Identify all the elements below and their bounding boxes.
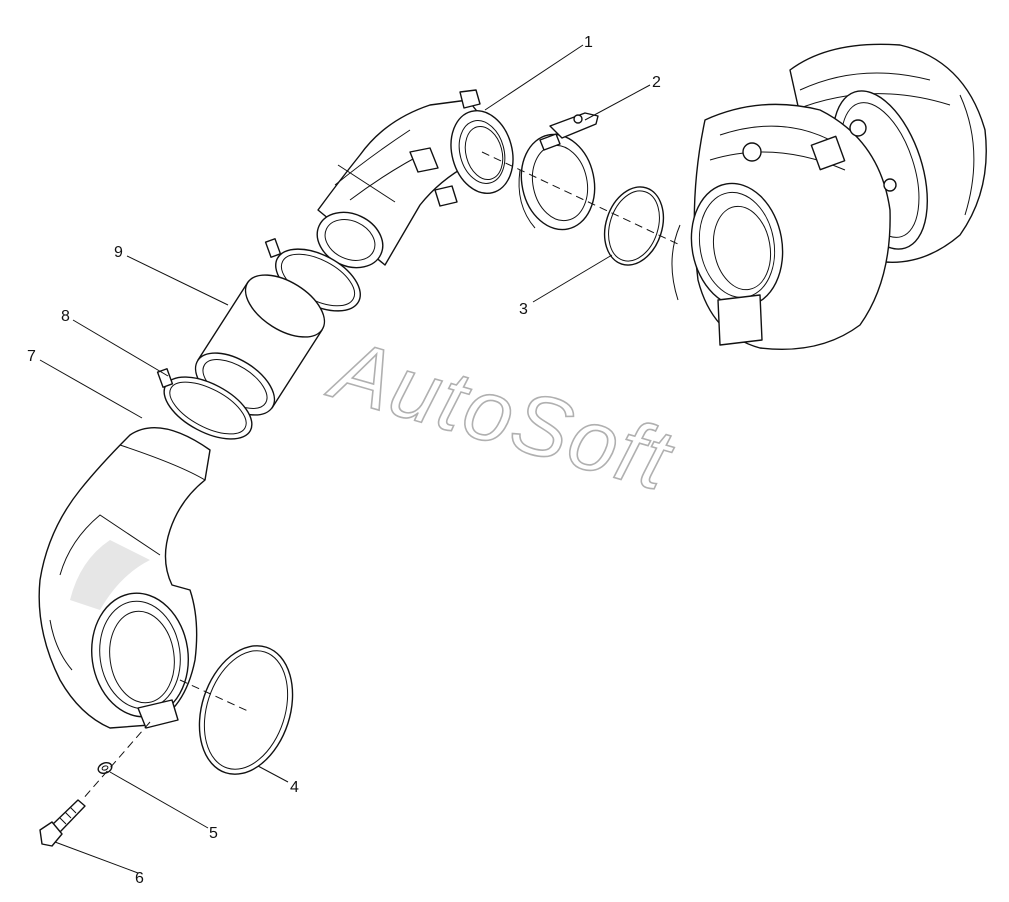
callout-9: 9 [114, 244, 123, 261]
callout-1: 1 [584, 34, 593, 51]
callout-3: 3 [519, 301, 528, 318]
watermark-text: AutoSoft [318, 320, 683, 509]
part-7-inlet-elbow [38, 427, 211, 729]
callout-7: 7 [27, 348, 36, 365]
part-6-bolt [39, 799, 86, 847]
assembly-axes [81, 151, 681, 801]
part-2-v-band-clamp [518, 112, 599, 231]
part-8-hose-clamp [156, 368, 253, 440]
callouts: 1 2 3 4 5 6 7 8 9 [27, 34, 661, 887]
callout-5: 5 [209, 825, 218, 842]
turbocharger [671, 43, 987, 351]
callout-8: 8 [61, 308, 70, 325]
part-9-hose-sleeve [194, 274, 326, 416]
part-3-o-ring [603, 186, 665, 266]
callout-6: 6 [135, 870, 144, 887]
part-1-elbow-tube [316, 89, 514, 269]
callout-4: 4 [290, 779, 299, 796]
callout-2: 2 [652, 74, 661, 91]
watermark: AutoSoft [318, 319, 684, 510]
leader-lines [39, 44, 651, 874]
